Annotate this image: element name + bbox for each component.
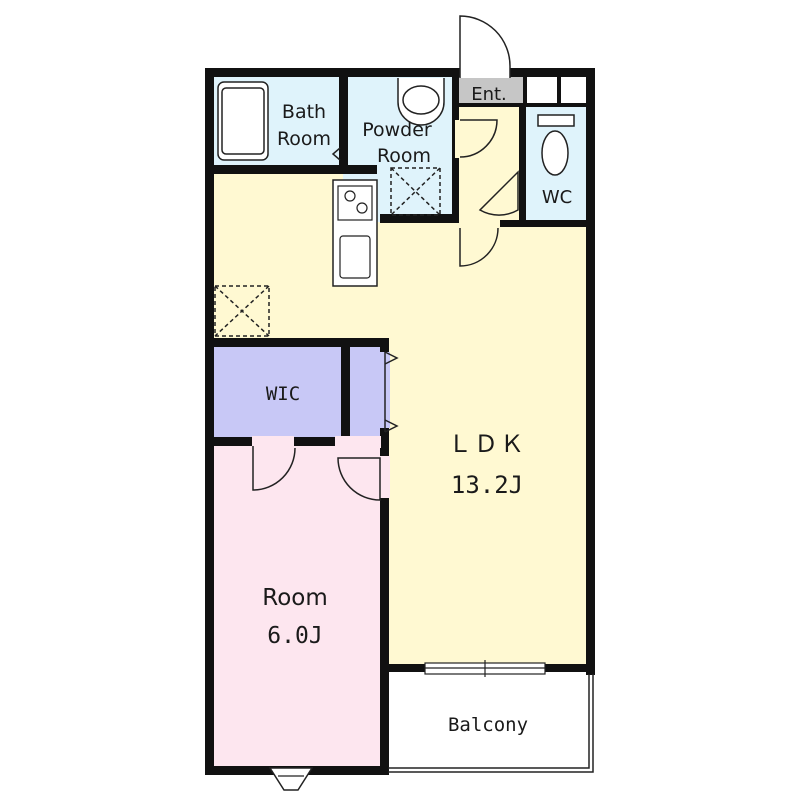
powder-room-label-line2: Room [377,145,431,167]
entrance-label: Ent. [471,84,507,105]
ldk-balcony-window[interactable] [424,660,546,677]
kitchen-counter [332,179,378,287]
entrance-area[interactable] [459,75,523,105]
door-openings [460,216,500,228]
hall-area [456,105,523,222]
toilet-icon [537,114,575,176]
washbasin-icon [397,78,445,126]
ldk-size-label: 13.2J [451,471,523,499]
balcony-label: Balcony [448,714,528,736]
closet-folding-door[interactable] [384,351,399,433]
room-window [268,767,314,791]
powder-room-label-line1: Powder [362,119,432,141]
room-label: Room [262,585,328,611]
powder-room-door[interactable] [459,119,498,158]
entrance-door[interactable] [459,15,511,78]
bathtub-icon [217,81,269,161]
balcony-area[interactable] [388,667,593,772]
refrigerator-space-icon [214,285,270,337]
wc-door[interactable] [478,170,519,216]
bath-room-label-line2: Room [277,128,331,150]
ldk-label: ＬＤＫ [448,430,526,458]
wic-label: WIC [266,383,300,405]
room-door[interactable] [337,457,381,501]
wc-label: WC [542,187,572,208]
hall-ldk-door[interactable] [459,227,499,267]
room-area[interactable] [212,444,384,770]
wic-door[interactable] [252,446,296,491]
bath-room-label-line1: Bath [282,101,326,123]
room-size-label: 6.0J [267,623,322,649]
balcony-railing [388,674,594,773]
washing-machine-space-icon [390,167,441,216]
wic-area[interactable] [212,345,384,439]
